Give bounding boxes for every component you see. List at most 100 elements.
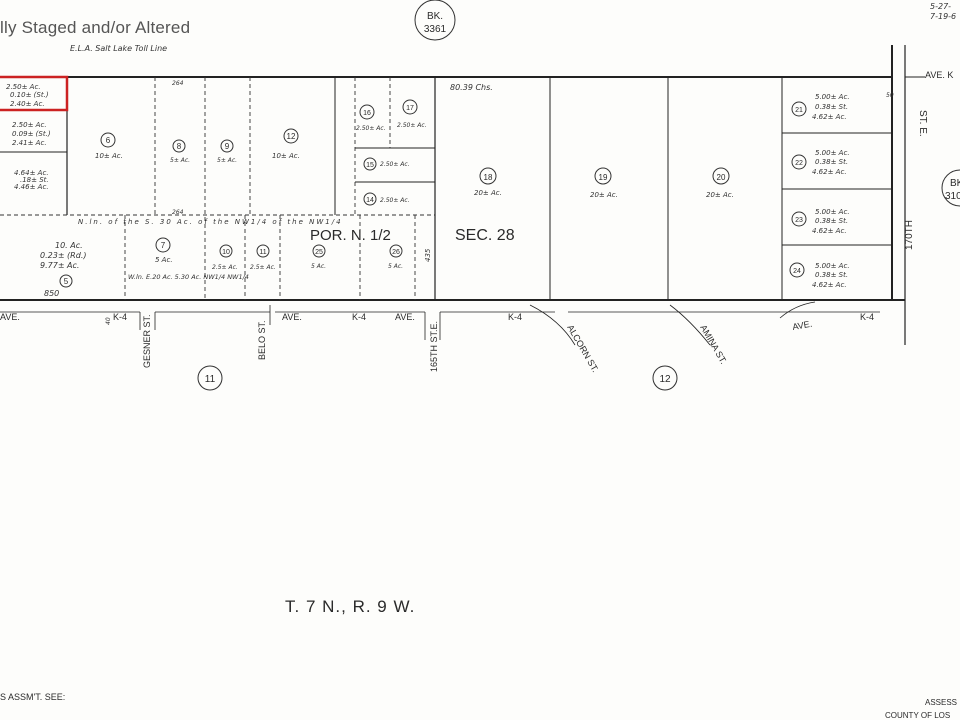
- svg-text:9: 9: [225, 142, 230, 151]
- parcel-22: 22 5.00± Ac. 0.38± St. 4.62± Ac.: [791, 149, 850, 176]
- parcel-11: 11 2.5± Ac.: [250, 244, 276, 271]
- svg-text:2.41± Ac.: 2.41± Ac.: [12, 139, 47, 147]
- footer: S ASSM'T. SEE: ASSESS COUNTY OF LOS: [0, 692, 957, 720]
- map-page-12: 12: [659, 374, 671, 385]
- svg-text:5.00± Ac.: 5.00± Ac.: [815, 262, 850, 270]
- section-label: SEC. 28: [455, 227, 515, 244]
- dim-264-top: 264: [172, 80, 184, 87]
- svg-text:5.00± Ac.: 5.00± Ac.: [815, 208, 850, 216]
- staged-altered-notice: lly Staged and/or Altered: [0, 18, 191, 37]
- footer-county: COUNTY OF LOS: [885, 711, 950, 720]
- svg-text:5 Ac.: 5 Ac.: [155, 256, 173, 264]
- parcel-6: 6 10± Ac.: [95, 132, 123, 160]
- parcel-5: 10. Ac. 0.23± (Rd.) 9.77± Ac. 5: [40, 241, 86, 288]
- book-number: 3361: [424, 24, 447, 35]
- svg-text:24: 24: [793, 268, 801, 275]
- svg-text:5: 5: [64, 277, 69, 286]
- ave-label-3: AVE.: [395, 312, 415, 322]
- svg-text:4.46± Ac.: 4.46± Ac.: [14, 183, 49, 191]
- svg-text:0.38± St.: 0.38± St.: [815, 217, 848, 225]
- parcel-20: 20 20± Ac.: [706, 167, 734, 199]
- parcel-17: 17 2.50± Ac.: [397, 99, 427, 129]
- svg-text:15: 15: [366, 162, 374, 169]
- svg-text:2.50± Ac.: 2.50± Ac.: [6, 83, 41, 91]
- dimensions: 850 435 264 264 50 40 N.ln. of the S. 30…: [44, 80, 894, 325]
- ave-k-label: AVE. K: [925, 70, 953, 80]
- parcel-21: 21 5.00± Ac. 0.38± St. 4.62± Ac.: [791, 93, 850, 121]
- svg-text:18: 18: [484, 173, 493, 182]
- parcel-25: 25 5 Ac.: [311, 244, 326, 270]
- svg-text:20: 20: [717, 173, 726, 182]
- svg-text:4.62± Ac.: 4.62± Ac.: [812, 168, 847, 176]
- svg-text:20± Ac.: 20± Ac.: [474, 189, 502, 197]
- svg-text:2.50± Ac.: 2.50± Ac.: [356, 125, 386, 132]
- parcel-12: 12 10± Ac.: [272, 128, 300, 160]
- parcel-8: 8 5± Ac.: [170, 139, 190, 164]
- svg-text:2.50± Ac.: 2.50± Ac.: [397, 122, 427, 129]
- book-header: BK. 3361 5-27- 7-19-6 E.L.A. Salt Lake T…: [70, 0, 956, 53]
- svg-text:20± Ac.: 20± Ac.: [590, 191, 618, 199]
- svg-text:5± Ac.: 5± Ac.: [170, 157, 190, 164]
- svg-text:2.50± Ac.: 2.50± Ac.: [12, 121, 47, 129]
- svg-text:0.09± (St.): 0.09± (St.): [12, 130, 51, 138]
- k4-label-2: K-4: [352, 312, 366, 322]
- parcel-7: 7 5 Ac. W.ln. E.20 Ac. 5.30 Ac. NW1/4 NW…: [128, 237, 249, 281]
- dim-40: 40: [105, 317, 112, 325]
- parcel-10: 10 2.5± Ac.: [212, 244, 238, 271]
- svg-text:2.50± Ac.: 2.50± Ac.: [380, 161, 410, 168]
- parcel-lines: [0, 77, 892, 300]
- svg-text:11: 11: [259, 249, 266, 256]
- parcel-24: 24 5.00± Ac. 0.38± St. 4.62± Ac.: [789, 262, 850, 289]
- svg-text:2.40± Ac.: 2.40± Ac.: [10, 100, 45, 108]
- svg-text:2.50± Ac.: 2.50± Ac.: [380, 197, 410, 204]
- parcel-18: 18 20± Ac.: [474, 167, 502, 197]
- svg-text:10± Ac.: 10± Ac.: [272, 152, 300, 160]
- ave-label-2: AVE.: [282, 312, 302, 322]
- st-e-label: ST. E.: [917, 110, 928, 137]
- parcel-3: 4.64± Ac. .18± St. 4.46± Ac.: [14, 169, 49, 191]
- svg-text:9.77± Ac.: 9.77± Ac.: [40, 261, 79, 270]
- svg-text:5.00± Ac.: 5.00± Ac.: [815, 149, 850, 157]
- ave-label-4: AVE.: [792, 319, 813, 332]
- svg-text:0.38± St.: 0.38± St.: [815, 271, 848, 279]
- svg-text:4.62± Ac.: 4.62± Ac.: [812, 113, 847, 121]
- block-boundary: [0, 45, 925, 345]
- svg-text:.18± St.: .18± St.: [20, 176, 49, 184]
- svg-text:20± Ac.: 20± Ac.: [706, 191, 734, 199]
- svg-text:21: 21: [795, 107, 803, 114]
- svg-text:BK: BK: [950, 178, 960, 189]
- k4-label-3: K-4: [508, 312, 522, 322]
- svg-text:2.5± Ac.: 2.5± Ac.: [250, 264, 276, 271]
- svg-text:14: 14: [366, 197, 374, 204]
- parcel-9: 9 5± Ac.: [217, 139, 237, 164]
- parcel-15: 15 2.50± Ac.: [363, 157, 410, 171]
- svg-text:12: 12: [287, 132, 296, 141]
- svg-text:0.10± (St.): 0.10± (St.): [10, 91, 49, 99]
- parcel-2: 2.50± Ac. 0.09± (St.) 2.41± Ac.: [12, 121, 51, 147]
- svg-text:26: 26: [392, 249, 400, 256]
- parcel-16: 16 2.50± Ac.: [356, 104, 386, 132]
- alcorn-label: ALCORN ST.: [565, 323, 600, 374]
- svg-text:6: 6: [106, 136, 111, 145]
- svg-text:0.38± St.: 0.38± St.: [815, 158, 848, 166]
- street-edges: [0, 301, 880, 346]
- 165th-label: 165TH ST.E.: [429, 321, 439, 372]
- svg-text:10: 10: [222, 249, 230, 256]
- svg-text:7: 7: [161, 241, 166, 250]
- svg-text:17: 17: [406, 105, 414, 112]
- svg-text:5.00± Ac.: 5.00± Ac.: [815, 93, 850, 101]
- ave-label-1: AVE.: [0, 312, 20, 322]
- svg-text:5± Ac.: 5± Ac.: [217, 157, 237, 164]
- k4-label-4: K-4: [860, 312, 874, 322]
- svg-text:23: 23: [795, 217, 803, 224]
- highlighted-parcel: [0, 75, 69, 112]
- amina-label: AMINA ST.: [698, 323, 728, 366]
- chains-dimension: 80.39 Chs.: [450, 83, 493, 92]
- parcel-19: 19 20± Ac.: [590, 167, 618, 199]
- parcel-labels: 2.50± Ac. 0.10± (St.) 2.40± Ac. 2.50± Ac…: [6, 83, 850, 289]
- svg-text:19: 19: [599, 173, 608, 182]
- dim-264-bottom: 264: [172, 209, 184, 216]
- svg-text:0.23± (Rd.): 0.23± (Rd.): [40, 251, 86, 260]
- svg-text:0.38± St.: 0.38± St.: [815, 103, 848, 111]
